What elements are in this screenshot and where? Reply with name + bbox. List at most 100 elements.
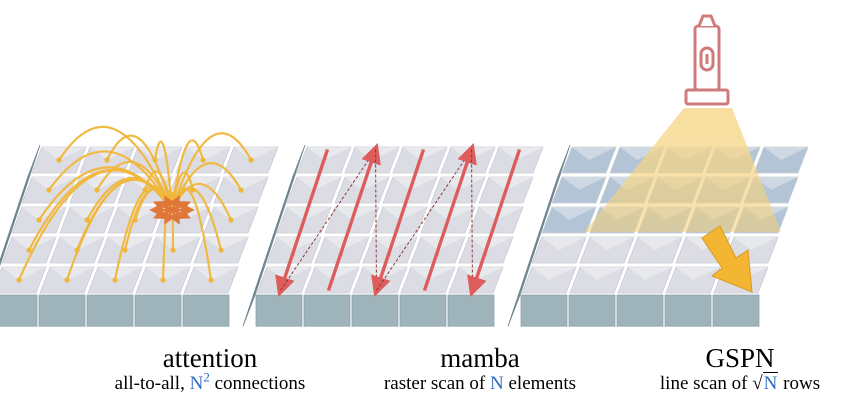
tile-sheen <box>297 177 341 190</box>
attention-endpoint <box>84 217 90 223</box>
grid-tile <box>617 266 673 294</box>
tile-sheen <box>628 267 672 280</box>
gspn-caption-prefix: line scan of <box>659 373 753 394</box>
tile-sheen <box>421 237 465 250</box>
attention-endpoint <box>112 277 118 283</box>
n-exponent: 2 <box>203 369 210 385</box>
tile-sheen <box>345 177 389 190</box>
tile-sheen <box>403 147 447 160</box>
tile-front-face <box>664 294 712 327</box>
tile-sheen <box>383 207 427 220</box>
attention-caption-prefix: all-to-all, <box>114 373 190 394</box>
tile-sheen <box>499 147 543 160</box>
attention-connection-arc <box>17 169 173 281</box>
attention-endpoint <box>26 247 32 253</box>
attention-endpoint <box>36 217 42 223</box>
tile-sheen <box>156 237 200 250</box>
tile-sheen <box>315 267 359 280</box>
tile-sheen <box>50 267 94 280</box>
attention-endpoint <box>94 187 100 193</box>
grid-tile <box>561 146 617 174</box>
grid-tile <box>551 176 607 204</box>
attention-connection-arc <box>106 134 174 211</box>
attention-endpoint <box>16 277 22 283</box>
tile-sheen <box>441 177 485 190</box>
attention-connection-arc <box>170 132 252 211</box>
grid-tile <box>521 266 577 294</box>
tile-sheen <box>469 237 513 250</box>
n-symbol: N <box>189 373 204 394</box>
tile-sheen <box>108 237 152 250</box>
tile-side-face <box>0 234 11 267</box>
raster-scan-arrow <box>467 148 522 297</box>
mamba-label: mamba raster scan of N elements <box>380 343 580 395</box>
attention-caption: all-to-all, N2 connections <box>80 369 340 395</box>
tile-sheen <box>214 207 258 220</box>
line-scan-arrow <box>701 225 753 293</box>
gspn-title: GSPN <box>705 343 775 373</box>
attention-endpoint <box>160 277 166 283</box>
sqrt-symbol: √N <box>752 372 779 395</box>
tile-sheen <box>676 267 720 280</box>
raster-scan-link <box>375 149 377 291</box>
tile-sheen <box>12 237 56 250</box>
tile-front-face <box>399 294 447 327</box>
tile-front-face <box>303 294 351 327</box>
sqrt-radical: √ <box>752 373 763 394</box>
raster-scan-link <box>471 149 473 291</box>
tile-sheen <box>638 237 682 250</box>
mamba-caption: raster scan of N elements <box>350 373 610 395</box>
tile-sheen <box>194 267 238 280</box>
tile-sheen <box>363 267 407 280</box>
grid-tile <box>541 206 597 234</box>
raster-scan-arrow <box>422 143 477 292</box>
flashlight-beam <box>584 108 781 232</box>
tile-front-face <box>568 294 616 327</box>
tile-sheen <box>98 267 142 280</box>
tile-side-face <box>507 264 531 327</box>
gspn-caption-suffix: rows <box>778 373 821 394</box>
raster-scan-link <box>280 149 376 291</box>
mamba-caption-prefix: raster scan of <box>383 373 490 394</box>
grid-tile <box>531 236 587 264</box>
mamba-raster-scan <box>275 143 522 297</box>
tile-front-face <box>0 294 38 327</box>
tile-front-face <box>712 294 760 327</box>
tile-sheen <box>532 267 576 280</box>
tile-sheen <box>542 237 586 250</box>
tile-sheen <box>734 237 778 250</box>
mamba-title: mamba <box>440 343 520 373</box>
tile-sheen <box>307 147 351 160</box>
tile-sheen <box>590 237 634 250</box>
attention-local-arrow <box>168 195 180 211</box>
raster-scan-arrow <box>326 143 381 292</box>
tile-sheen <box>70 207 114 220</box>
tile-side-face <box>242 264 266 327</box>
attention-connections <box>16 125 254 283</box>
tile-front-face <box>182 294 230 327</box>
tile-sheen <box>411 267 455 280</box>
attention-endpoint <box>122 247 128 253</box>
tile-sheen <box>267 267 311 280</box>
tile-sheen <box>764 147 808 160</box>
attention-connection-arc <box>65 178 173 281</box>
tile-sheen <box>459 267 503 280</box>
tile-front-face <box>86 294 134 327</box>
attention-connection-arc <box>58 125 174 211</box>
attention-endpoint <box>248 157 254 163</box>
attention-endpoint <box>208 277 214 283</box>
gspn-label: GSPN line scan of √N rows <box>640 343 840 395</box>
tile-sheen <box>60 237 104 250</box>
tile-front-face <box>520 294 568 327</box>
attention-endpoint <box>238 187 244 193</box>
grid-tile <box>579 236 635 264</box>
raster-scan-arrow <box>275 148 330 297</box>
attention-connection-arc <box>153 140 174 211</box>
tile-sheen <box>335 207 379 220</box>
n-symbol: N <box>762 372 779 394</box>
tile-front-face <box>255 294 303 327</box>
attention-endpoint <box>228 217 234 223</box>
gspn-caption: line scan of √N rows <box>610 372 842 395</box>
tile-sheen <box>431 207 475 220</box>
